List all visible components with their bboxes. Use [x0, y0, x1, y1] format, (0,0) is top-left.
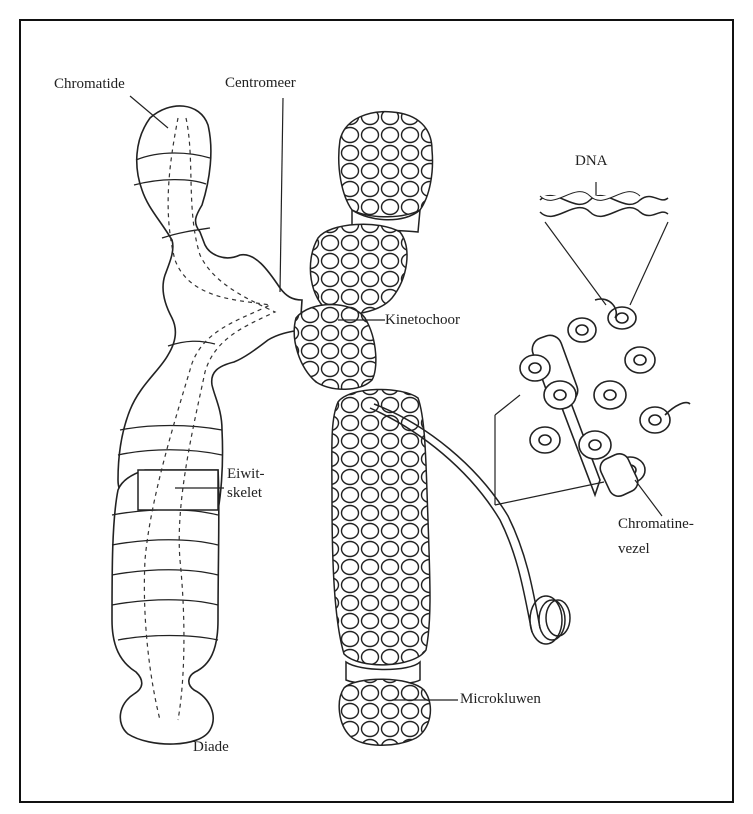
label-eiwit-line2: skelet — [227, 484, 262, 502]
label-centromeer: Centromeer — [225, 74, 296, 92]
label-chromatine-line1: Chromatine- — [618, 515, 694, 533]
right-chromatid — [294, 112, 432, 746]
label-diade: Diade — [193, 738, 229, 756]
protein-skeleton-segment — [138, 470, 218, 510]
label-dna: DNA — [575, 152, 608, 170]
label-chromatine-line2: vezel — [618, 540, 650, 558]
label-microkluwen: Microkluwen — [460, 690, 541, 708]
label-kinetochoor: Kinetochoor — [385, 311, 460, 329]
label-chromatide: Chromatide — [54, 75, 125, 93]
label-eiwit-line1: Eiwit- — [227, 465, 265, 483]
dna-helix — [540, 192, 668, 217]
chromatin-fiber — [520, 299, 690, 499]
left-chromatid — [112, 106, 302, 744]
